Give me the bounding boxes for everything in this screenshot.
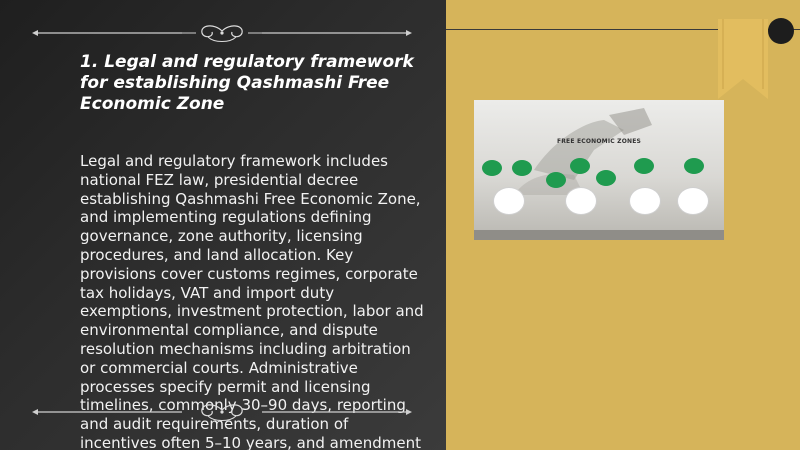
diagram-node (684, 158, 704, 174)
content-panel: 1. Legal and regulatory framework for es… (0, 0, 446, 450)
ornament-divider-icon (32, 25, 412, 42)
excavator-silhouette-icon (514, 108, 652, 195)
diagram-node (634, 158, 654, 174)
decor-panel: FREE ECONOMIC ZONES (446, 0, 800, 450)
diagram-node (512, 160, 532, 176)
slide-thumbnail-image: FREE ECONOMIC ZONES (474, 100, 724, 240)
slide-title: 1. Legal and regulatory framework for es… (80, 52, 414, 114)
diagram-node (546, 172, 566, 188)
top-rule (446, 29, 800, 30)
dark-dot-icon (768, 18, 794, 44)
thumbnail-title: FREE ECONOMIC ZONES (556, 138, 642, 145)
diagram-node (596, 170, 616, 186)
thumbnail-ground (474, 230, 724, 240)
diagram-circle (678, 188, 708, 214)
diagram-node (570, 158, 590, 174)
diagram-circle (566, 188, 596, 214)
slide-body: Legal and regulatory framework includes … (80, 152, 424, 450)
diagram-node (482, 160, 502, 176)
diagram-circle (494, 188, 524, 214)
ornament-divider-icon (32, 404, 412, 421)
bookmark-ribbon-icon (718, 19, 768, 99)
diagram-circle (630, 188, 660, 214)
